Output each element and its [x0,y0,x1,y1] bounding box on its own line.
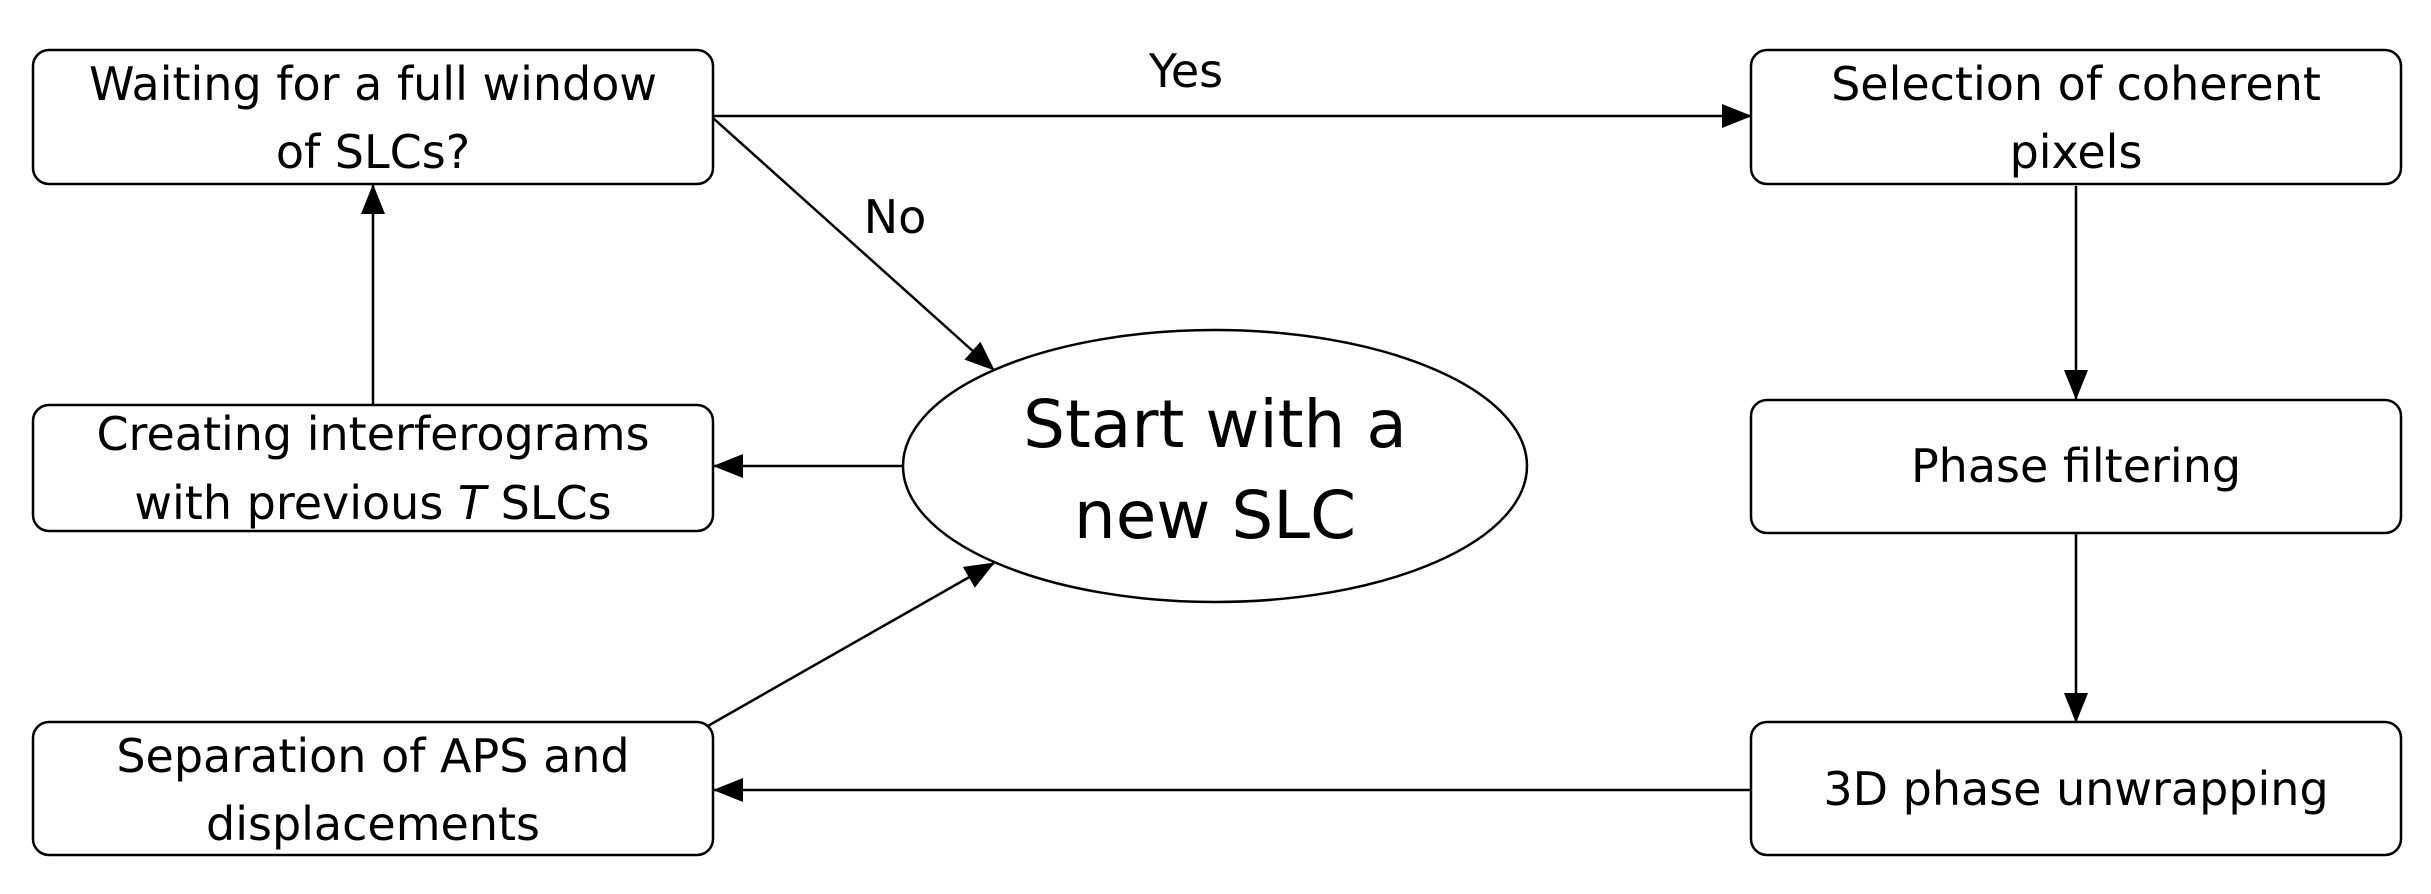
node-phase-filtering-label: Phase filtering [1911,439,2241,493]
node-waiting: Waiting for a full window of SLCs? [31,48,715,186]
node-creating-line2-prefix: with previous [134,476,458,530]
node-phase-filtering-box [1749,398,2403,535]
node-waiting-line2: of SLCs? [276,125,470,179]
node-start-line1: Start with a [1023,386,1407,463]
node-separation: Separation of APS and displacements [31,720,715,857]
node-selection-box [1749,48,2403,186]
node-selection-line1: Selection of coherent [1831,57,2321,111]
node-unwrapping-label: 3D phase unwrapping [1823,762,2328,816]
node-creating: Creating interferograms with previous T … [31,403,715,533]
node-phase-filtering: Phase filtering [1749,398,2403,535]
edge-label-no: No [864,190,927,244]
node-creating-line2-suffix: SLCs [486,476,612,530]
node-creating-line2: with previous T SLCs [134,476,611,530]
edge-waiting-to-start [712,117,995,371]
node-separation-box [31,720,715,857]
edges [361,104,2088,802]
node-creating-line1: Creating interferograms [96,407,649,461]
node-creating-line2-italic: T [458,476,490,530]
node-start-ellipse [901,328,1529,604]
node-creating-box [31,403,715,533]
node-start-line2: new SLC [1074,477,1356,554]
node-separation-line2: displacements [206,797,540,851]
edge-label-yes: Yes [1148,44,1223,98]
node-waiting-box [31,48,715,186]
edge-separation-to-start [705,561,995,729]
node-unwrapping: 3D phase unwrapping [1749,720,2403,857]
node-selection-line2: pixels [2010,125,2143,179]
node-start: Start with a new SLC [901,328,1529,604]
node-selection: Selection of coherent pixels [1749,48,2403,186]
node-separation-line1: Separation of APS and [116,729,629,783]
node-waiting-line1: Waiting for a full window [89,57,657,111]
node-unwrapping-box [1749,720,2403,857]
